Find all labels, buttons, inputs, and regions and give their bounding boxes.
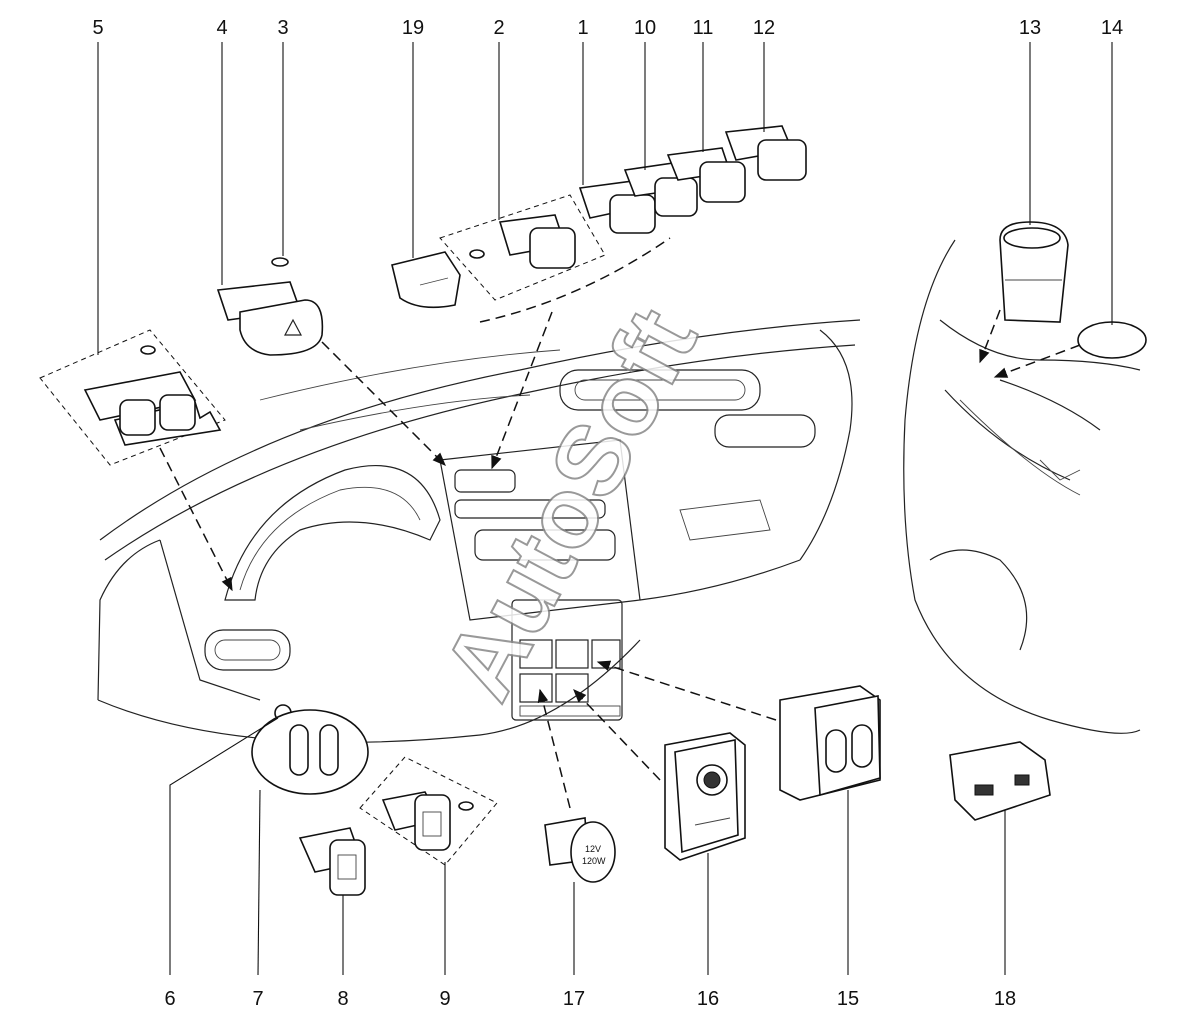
part-11-switch (666, 147, 746, 203)
installation-arrows (159, 309, 1081, 809)
callout-8: 8 (337, 988, 348, 1010)
callout-16: 16 (697, 988, 719, 1010)
callout-4: 4 (216, 17, 227, 39)
socket-voltage-label: 12V (585, 844, 601, 854)
callout-6: 6 (164, 988, 175, 1010)
callout-labels: 5 4 3 19 2 1 10 11 12 13 14 6 7 8 9 17 1… (92, 17, 1123, 1010)
part-9-switch-with-bulb (359, 756, 498, 866)
callout-19: 19 (402, 17, 424, 39)
callout-5: 5 (92, 17, 103, 39)
part-7-oval-switch-panel (251, 709, 369, 795)
callout-13: 13 (1019, 17, 1041, 39)
callout-15: 15 (837, 988, 859, 1010)
socket-power-label: 120W (582, 856, 606, 866)
callout-1: 1 (577, 17, 588, 39)
callout-3: 3 (277, 17, 288, 39)
part-16-rotary-switch (664, 732, 746, 861)
callout-9: 9 (439, 988, 450, 1010)
door-panel-outline (903, 239, 1141, 734)
part-18-control-module (949, 741, 1051, 821)
callout-11: 11 (693, 17, 714, 39)
part-17-power-socket: 12V 120W (544, 817, 616, 883)
dashboard-outline (97, 319, 861, 743)
part-8-switch (298, 827, 366, 896)
part-15-window-switch (779, 685, 881, 801)
part-12-switch (724, 125, 807, 181)
part-4-hazard-switch (216, 257, 324, 356)
callout-17: 17 (563, 988, 585, 1010)
callout-14: 14 (1101, 17, 1123, 39)
part-13-mirror-switch (999, 221, 1069, 323)
callout-7: 7 (252, 988, 263, 1010)
leader-lines (97, 42, 1113, 976)
part-2-switch-with-bulb (439, 194, 606, 301)
switch-row-curve (479, 237, 671, 323)
callout-2: 2 (493, 17, 504, 39)
part-19-switch (391, 251, 461, 309)
callout-18: 18 (994, 988, 1016, 1010)
callout-10: 10 (634, 17, 656, 39)
watermark: AutoSoft (421, 291, 718, 716)
callout-12: 12 (753, 17, 775, 39)
part-14-cover-cap (1077, 321, 1147, 359)
part-5-double-switch (39, 329, 226, 466)
